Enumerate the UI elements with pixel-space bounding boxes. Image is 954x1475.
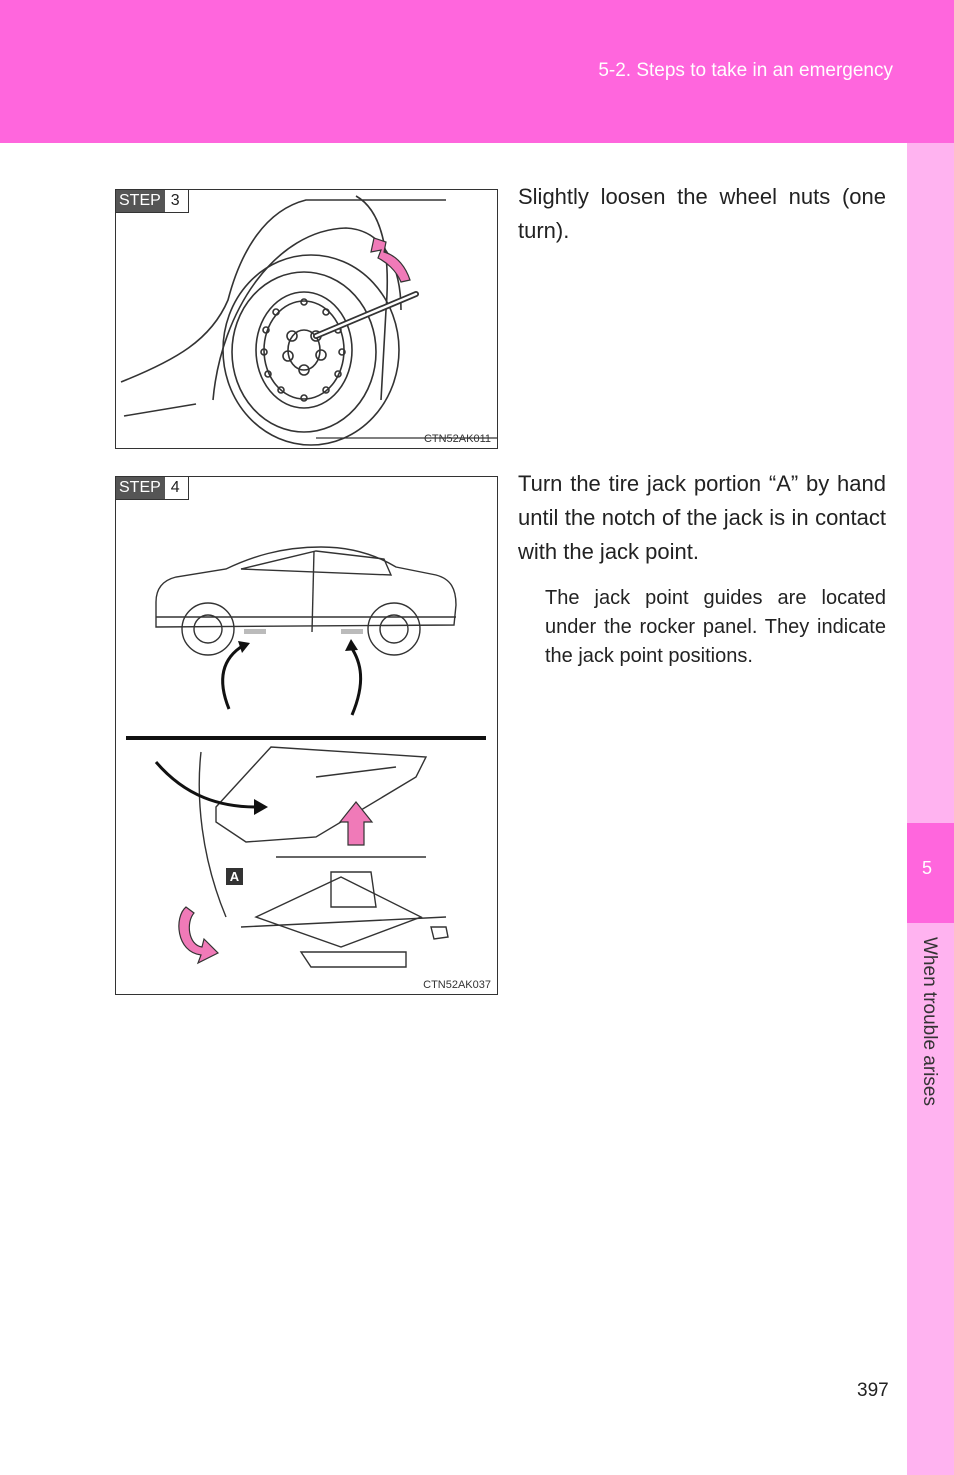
- jack-illustration: [126, 546, 486, 968]
- figure-code: CTN52AK011: [423, 433, 491, 445]
- step-number: 3: [164, 190, 188, 212]
- chapter-label: When trouble arises: [919, 937, 940, 1106]
- step-instruction: Turn the tire jack portion “A” by hand u…: [518, 471, 886, 564]
- step-badge: STEP 3: [116, 190, 189, 213]
- chapter-number-box: [907, 823, 954, 923]
- figure-jack-placement: STEP 4 A CTN52AK037: [115, 476, 498, 995]
- figure-code: CTN52AK037: [423, 979, 491, 991]
- rotation-arrow: [370, 237, 411, 283]
- step-number: 4: [164, 477, 188, 499]
- step-note: The jack point guides are located under …: [545, 587, 886, 667]
- wheel-illustration: [120, 195, 497, 446]
- section-title: 5-2. Steps to take in an emergency: [598, 60, 893, 81]
- step-label: STEP: [116, 190, 165, 212]
- figure-loosen-wheel-nuts: STEP 3 CTN52AK011: [115, 189, 498, 449]
- step-badge: STEP 4: [116, 477, 189, 500]
- chapter-number: 5: [921, 858, 932, 878]
- step-label: STEP: [116, 477, 165, 499]
- callout-label-a: A: [226, 868, 243, 885]
- step-instruction: Slightly loosen the wheel nuts (one turn…: [518, 184, 886, 243]
- chapter-side-tab: [907, 143, 954, 1475]
- page-number: 397: [857, 1380, 889, 1401]
- page-header: 5-2. Steps to take in an emergency: [0, 0, 954, 143]
